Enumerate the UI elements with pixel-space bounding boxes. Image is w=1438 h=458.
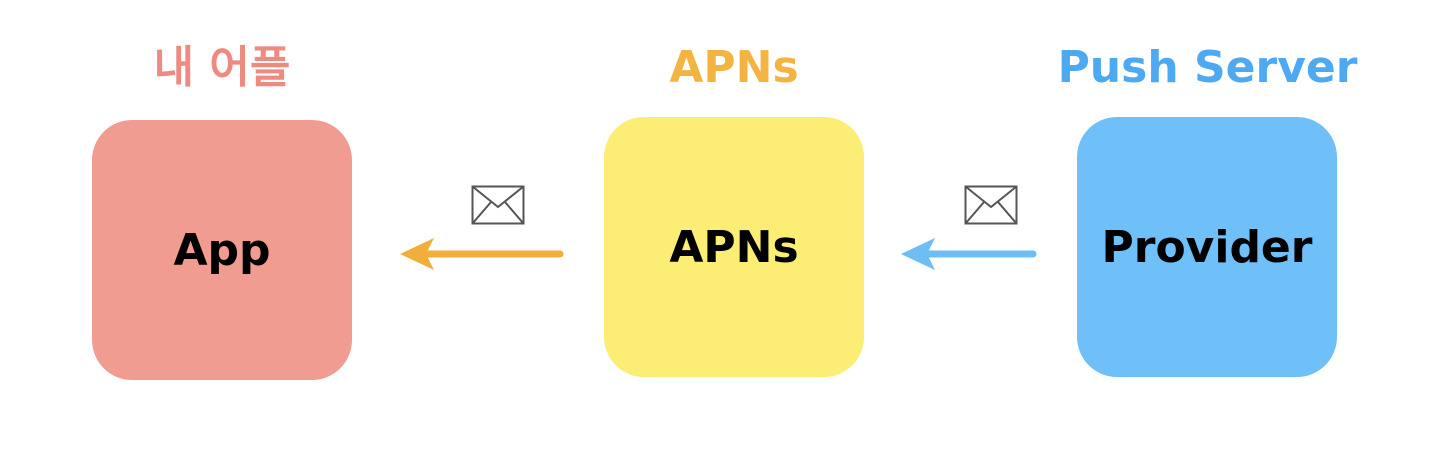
- apns-label: APNs: [669, 221, 799, 273]
- app-box: App: [92, 120, 352, 380]
- envelope-icon: [964, 185, 1018, 225]
- apns-title: APNs: [669, 42, 799, 93]
- arrow-apns-to-app: [400, 238, 564, 270]
- app-label: App: [173, 224, 271, 276]
- apns-box: APNs: [604, 117, 864, 377]
- envelope-icon: [471, 185, 525, 225]
- provider-box: Provider: [1077, 117, 1337, 377]
- provider-title: Push Server: [1057, 42, 1358, 93]
- app-title: 내 어플: [153, 42, 291, 93]
- arrow-provider-to-apns: [901, 238, 1037, 270]
- provider-label: Provider: [1101, 221, 1313, 273]
